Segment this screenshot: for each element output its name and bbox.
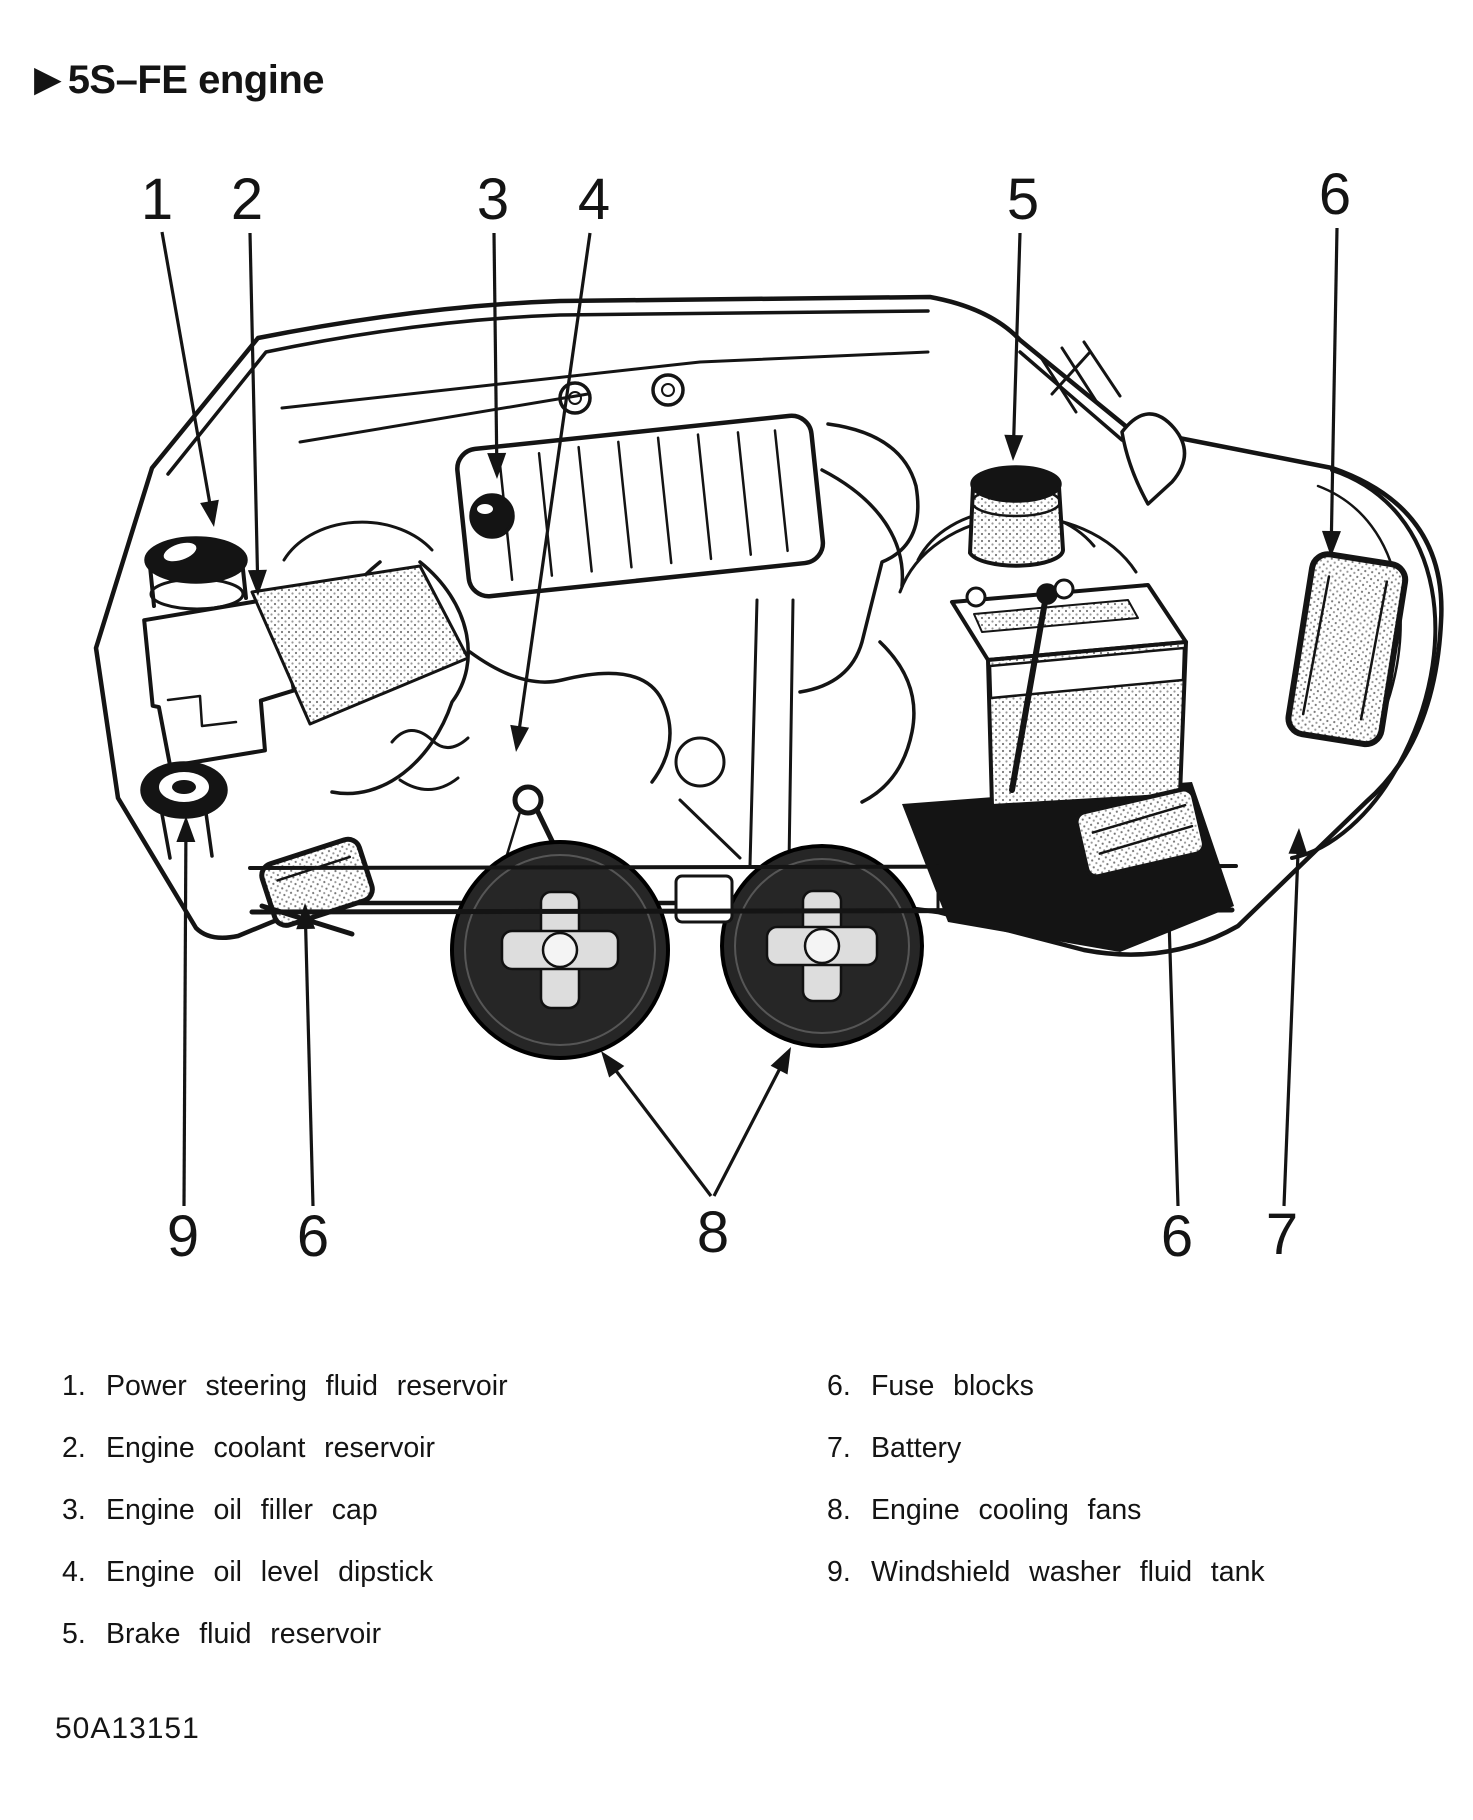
- callout-6-fuse-left: 6: [296, 1204, 330, 1269]
- legend-column-left: 1. Power steering fluid reservoir 2. Engin…: [62, 1370, 508, 1680]
- oil-filler-cap-drawing: [469, 493, 515, 539]
- callout-leaders: [160, 227, 1341, 1207]
- legend-item: 8. Engine cooling fans: [827, 1494, 1265, 1527]
- battery-drawing: [950, 578, 1188, 808]
- page-title: 5S–FE engine: [67, 58, 325, 102]
- fuse-block-left-drawing: [259, 836, 375, 937]
- legend-number: 4.: [62, 1556, 86, 1588]
- legend-label: Battery: [871, 1432, 962, 1464]
- legend-label: Brake fluid reservoir: [106, 1618, 382, 1650]
- legend-item: 9. Windshield washer fluid tank: [827, 1556, 1265, 1589]
- legend-label: Power steering fluid reservoir: [106, 1370, 508, 1402]
- legend-number: 2.: [62, 1432, 86, 1464]
- legend-item: 7. Battery: [827, 1432, 1265, 1465]
- legend-label: Engine cooling fans: [871, 1494, 1142, 1526]
- legend-number: 9.: [827, 1556, 851, 1588]
- callout-6-fuse-right: 6: [1160, 1204, 1194, 1269]
- legend-column-right: 6. Fuse blocks 7. Battery 8. Engine cooling…: [827, 1370, 1265, 1618]
- legend-label: Fuse blocks: [871, 1370, 1034, 1402]
- callout-9-washer-tank: 9: [166, 1204, 200, 1269]
- fuse-block-right-drawing: [1074, 787, 1207, 879]
- brake-reservoir-drawing: [968, 412, 1187, 568]
- radiator-support-bars: [248, 864, 1238, 924]
- legend-label: Engine oil level dipstick: [106, 1556, 434, 1588]
- legend-item: 4. Engine oil level dipstick: [62, 1556, 508, 1589]
- legend-number: 8.: [827, 1494, 851, 1526]
- callout-2-coolant-reservoir: 2: [230, 167, 264, 232]
- legend-number: 5.: [62, 1618, 86, 1650]
- fuse-block-top-right-drawing: [1285, 468, 1438, 860]
- legend-label: Windshield washer fluid tank: [871, 1556, 1265, 1588]
- callout-8-cooling-fans: 8: [696, 1200, 730, 1265]
- valve-cover-drawing: [455, 373, 826, 599]
- figure-code: 50A13151: [55, 1712, 200, 1745]
- legend-label: Engine oil filler cap: [106, 1494, 378, 1526]
- page-header: ▶ 5S–FE engine: [34, 57, 325, 103]
- legend-item: 5. Brake fluid reservoir: [62, 1618, 508, 1651]
- legend-item: 1. Power steering fluid reservoir: [62, 1370, 508, 1403]
- power-steering-reservoir-drawing: [142, 536, 470, 769]
- legend-number: 1.: [62, 1370, 86, 1402]
- callout-6-fuse-top-right: 6: [1318, 162, 1352, 227]
- legend-number: 3.: [62, 1494, 86, 1526]
- legend-number: 6.: [827, 1370, 851, 1402]
- washer-tank-drawing: [140, 761, 228, 860]
- callout-5-brake-reservoir: 5: [1006, 167, 1040, 232]
- callout-3-oil-filler-cap: 3: [476, 167, 510, 232]
- legend-label: Engine coolant reservoir: [106, 1432, 435, 1464]
- callout-4-dipstick: 4: [577, 167, 611, 232]
- callout-1-power-steering: 1: [140, 167, 174, 232]
- legend-item: 2. Engine coolant reservoir: [62, 1432, 508, 1465]
- legend-item: 3. Engine oil filler cap: [62, 1494, 508, 1527]
- cooling-fan-right-drawing: [720, 844, 924, 1048]
- engine-bay-outline: [93, 294, 1444, 957]
- legend-item: 6. Fuse blocks: [827, 1370, 1265, 1403]
- cooling-fan-left-drawing: [450, 840, 670, 1060]
- section-marker-icon: ▶: [34, 57, 62, 99]
- callout-7-battery: 7: [1265, 1202, 1299, 1267]
- legend-number: 7.: [827, 1432, 851, 1464]
